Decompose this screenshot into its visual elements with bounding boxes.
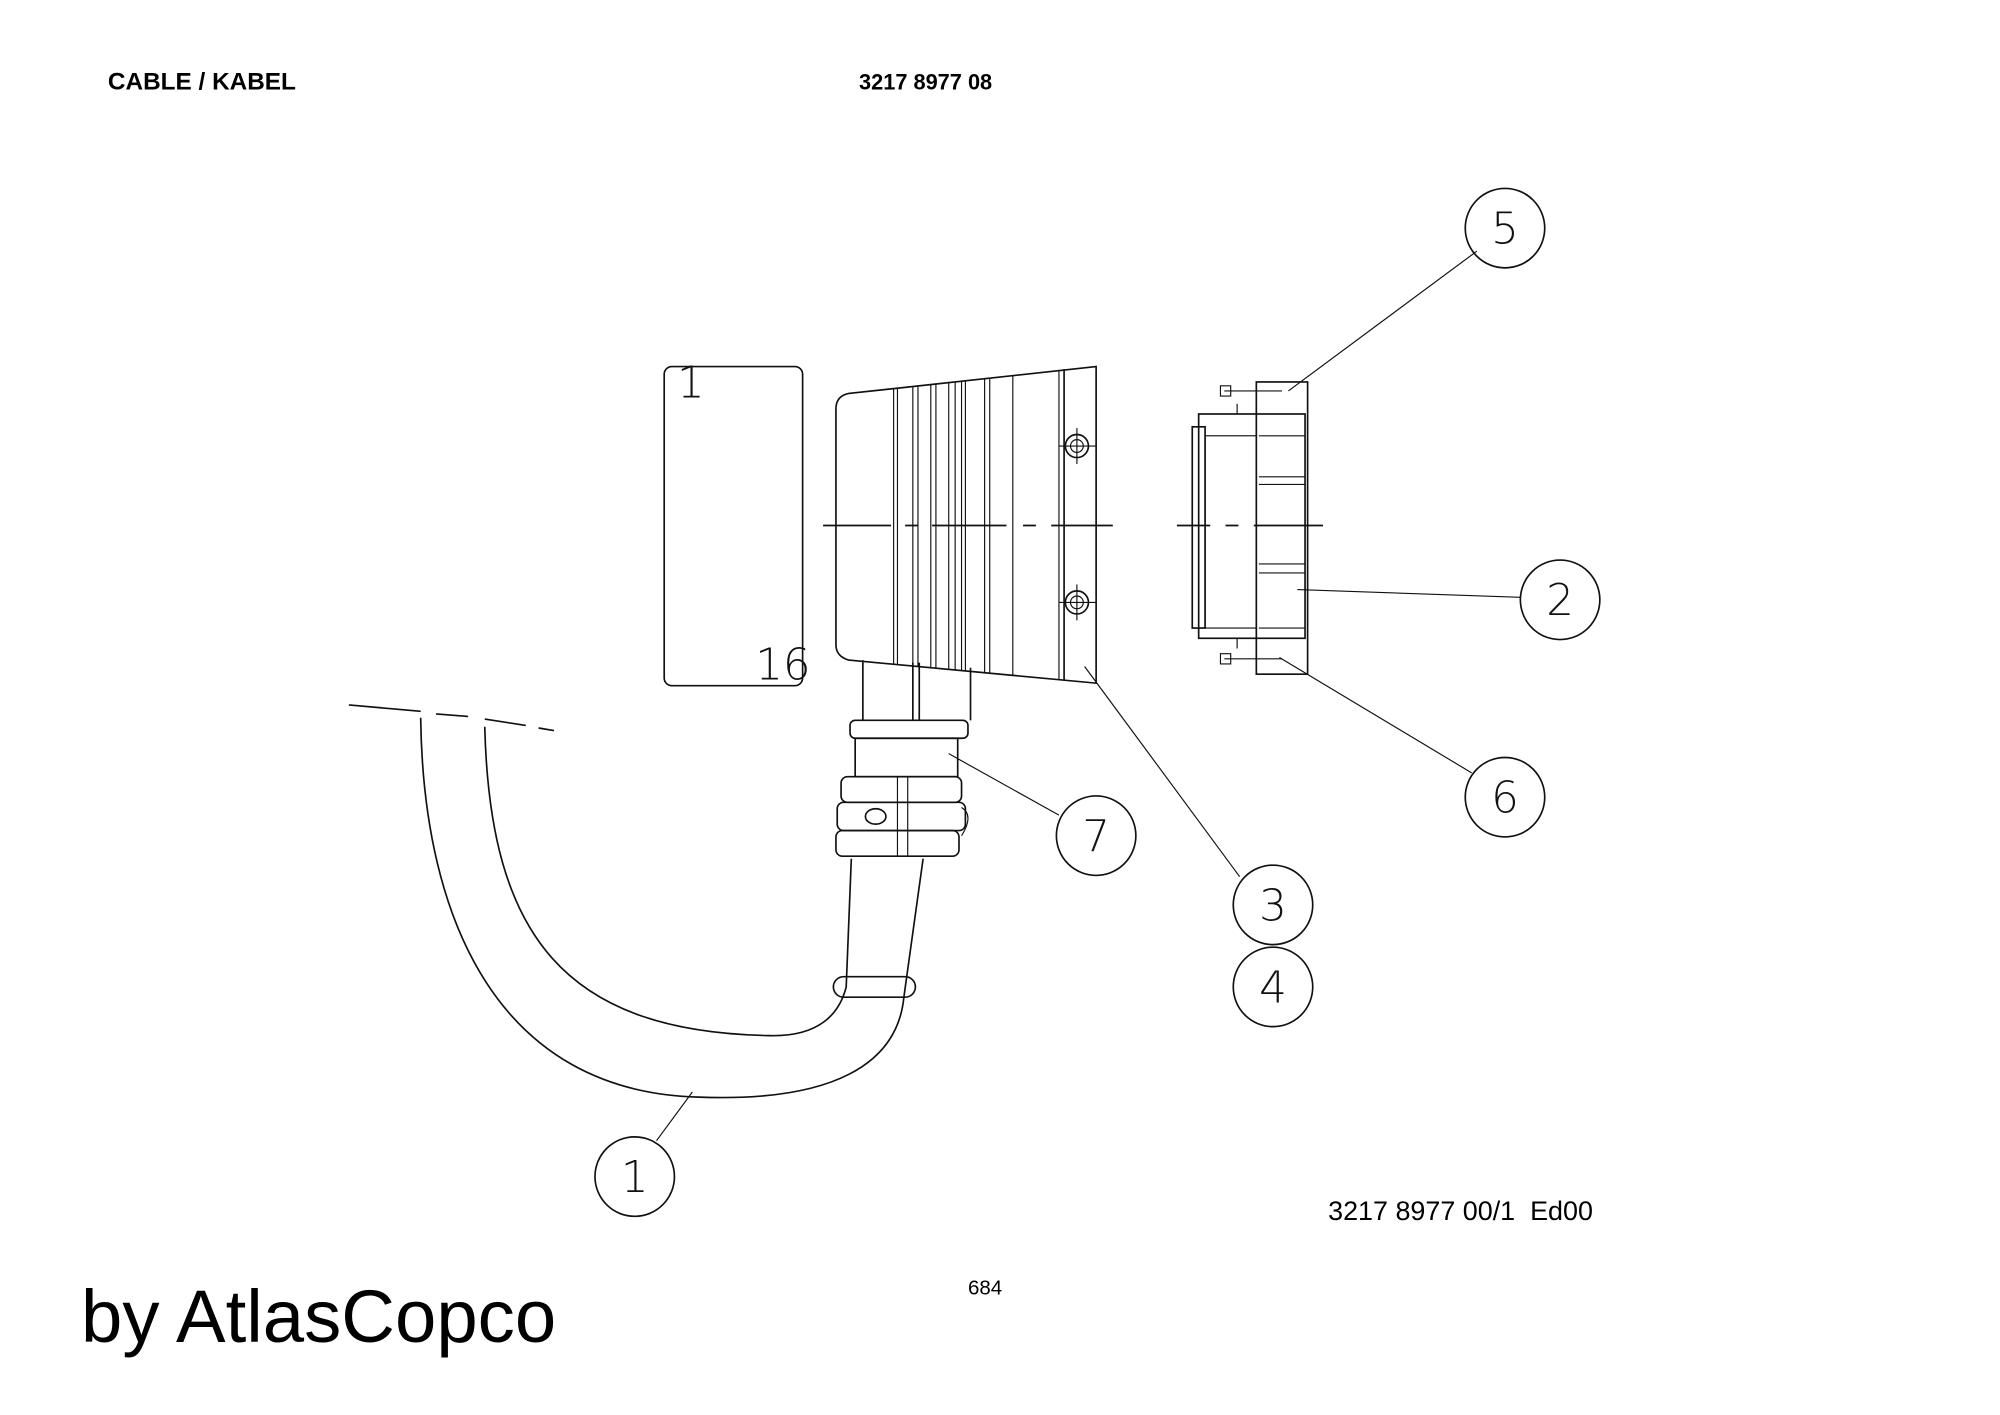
- svg-text:1: 1: [621, 1153, 649, 1203]
- contact-insert: [1191, 381, 1309, 676]
- pin-label-start: 1: [677, 358, 705, 408]
- svg-text:6: 6: [1491, 774, 1519, 824]
- svg-text:3: 3: [1259, 881, 1287, 931]
- svg-text:5: 5: [1491, 205, 1519, 255]
- watermark: by AtlasCopco: [81, 1275, 556, 1358]
- page-number: 684: [968, 1277, 1002, 1300]
- balloon-3: 3: [1232, 864, 1314, 946]
- balloon-2: 2: [1519, 559, 1601, 641]
- svg-text:7: 7: [1082, 812, 1110, 862]
- cable: [348, 704, 924, 1099]
- pin-label-end: 16: [755, 640, 810, 690]
- balloon-5: 5: [1464, 187, 1546, 269]
- cable-gland: [835, 660, 972, 858]
- balloon-1: 1: [594, 1136, 676, 1218]
- screw-icon: [1058, 428, 1097, 464]
- balloon-7: 7: [1055, 795, 1137, 877]
- drawing-reference: 3217 8977 00/1 Ed00: [1328, 1196, 1593, 1226]
- pin-label-plate: 1 16: [663, 358, 811, 690]
- balloon-4: 4: [1232, 946, 1314, 1028]
- screw-icon: [1058, 584, 1097, 621]
- svg-text:2: 2: [1546, 576, 1574, 626]
- balloon-6: 6: [1464, 756, 1546, 838]
- part-number: 3217 8977 08: [859, 70, 992, 95]
- page-title: CABLE / KABEL: [108, 69, 296, 96]
- svg-text:4: 4: [1259, 963, 1287, 1013]
